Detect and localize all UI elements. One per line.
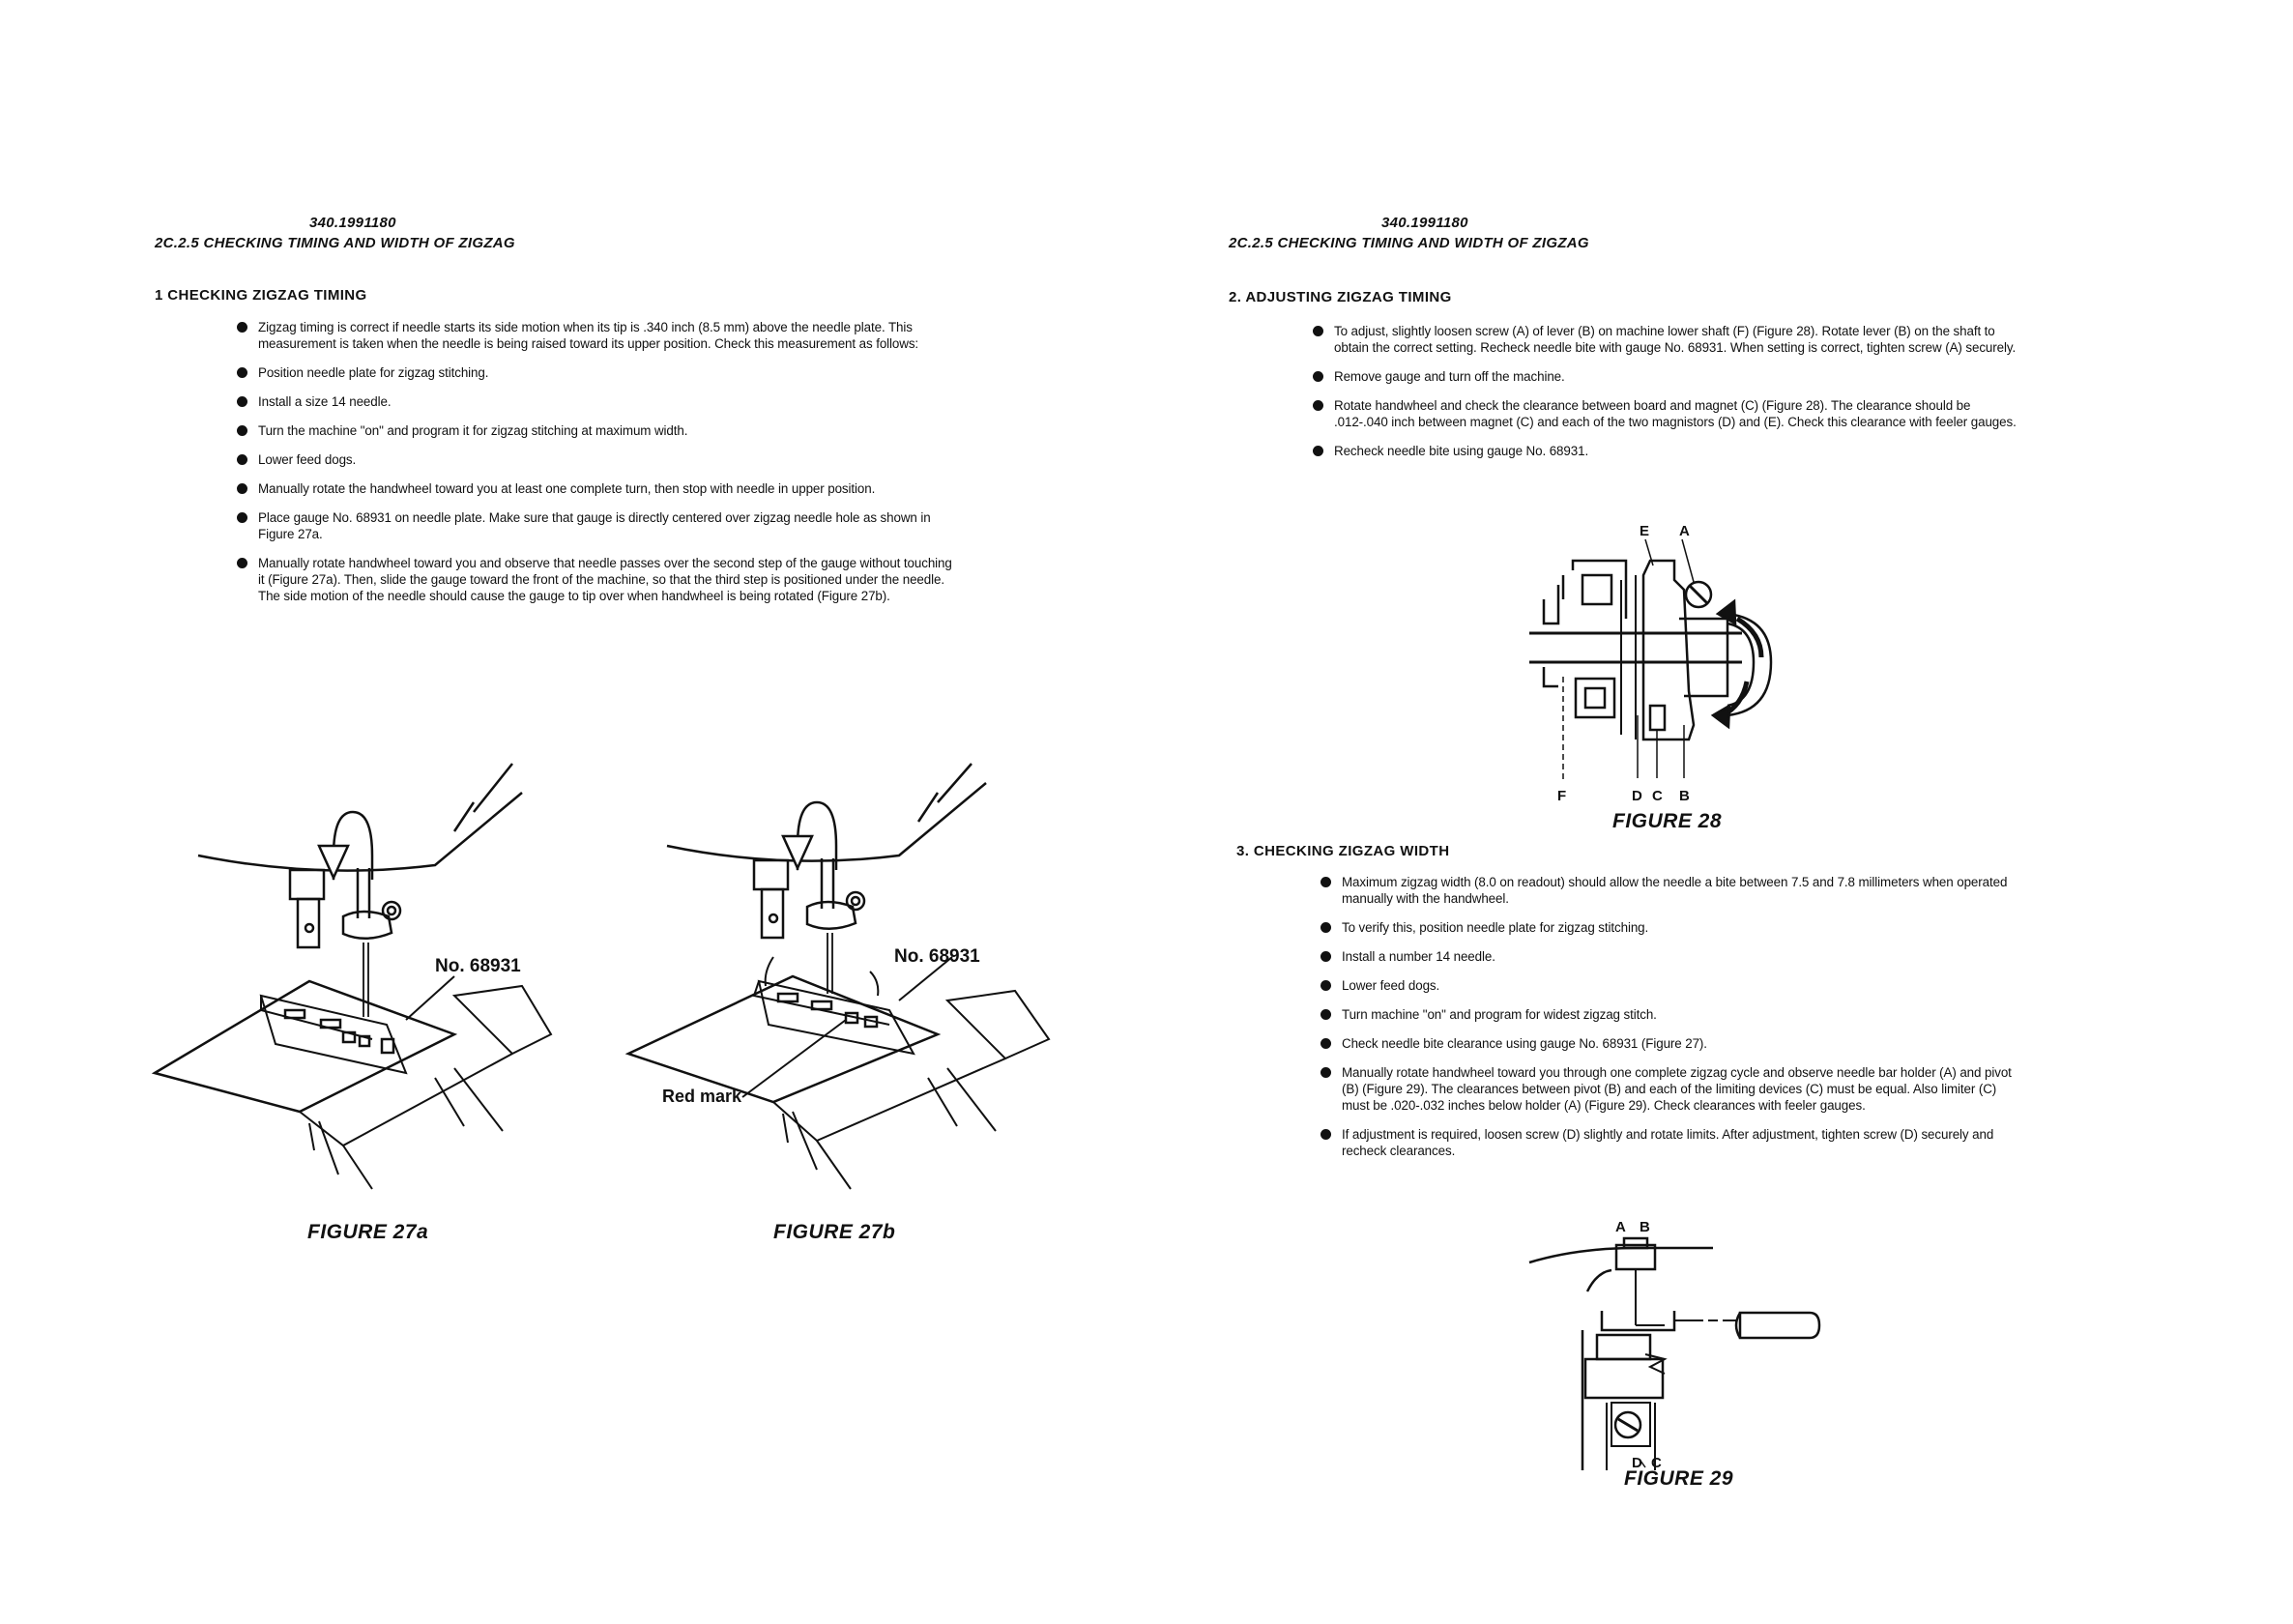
label-d: D [1632,788,1642,804]
label-b: B [1679,788,1690,804]
timing-check-list: Zigzag timing is correct if needle start… [237,319,952,617]
figure-28-illustration: E A F D C B [1529,523,1773,804]
list-item: Zigzag timing is correct if needle start… [237,319,952,352]
label-b: B [1640,1219,1650,1235]
width-check-list: Maximum zigzag width (8.0 on readout) sh… [1321,874,2026,1172]
list-item: Position needle plate for zigzag stitchi… [237,364,952,381]
figure-29-caption: FIGURE 29 [1624,1467,1734,1490]
label-d: D [1632,1455,1642,1471]
subsection-heading-3: 3. CHECKING ZIGZAG WIDTH [1236,843,1450,859]
list-item: Manually rotate handwheel toward you thr… [1321,1064,2026,1114]
label-f: F [1557,788,1566,804]
gauge-label-27b: No. 68931 [894,946,980,967]
gauge-label-27a: No. 68931 [435,956,521,976]
section-title: 2C.2.5 CHECKING TIMING AND WIDTH OF ZIGZ… [1229,235,1589,251]
list-item: Manually rotate handwheel toward you and… [237,555,952,604]
subsection-heading-2: 2. ADJUSTING ZIGZAG TIMING [1229,289,1452,305]
label-c: C [1651,1455,1662,1471]
list-item: Maximum zigzag width (8.0 on readout) sh… [1321,874,2026,907]
doc-number: 340.1991180 [309,215,396,231]
timing-adjust-list: To adjust, slightly loosen screw (A) of … [1313,323,2023,472]
doc-number: 340.1991180 [1381,215,1468,231]
red-mark-label: Red mark [662,1087,742,1106]
figure-27a-illustration: No. 68931 [151,763,553,1190]
figure-27b-caption: FIGURE 27b [773,1221,896,1243]
label-a: A [1615,1219,1626,1235]
left-page: 340.1991180 2C.2.5 CHECKING TIMING AND W… [0,0,1146,1624]
list-item: Recheck needle bite using gauge No. 6893… [1313,443,2023,459]
list-item: Manually rotate the handwheel toward you… [237,480,952,497]
list-item: Lower feed dogs. [1321,977,2026,994]
list-item: Install a size 14 needle. [237,393,952,410]
figure-28-caption: FIGURE 28 [1612,810,1723,832]
figure-29-illustration: A B D C [1528,1219,1821,1471]
list-item: To verify this, position needle plate fo… [1321,919,2026,936]
list-item: Turn the machine "on" and program it for… [237,422,952,439]
section-title: 2C.2.5 CHECKING TIMING AND WIDTH OF ZIGZ… [155,235,515,251]
list-item: Remove gauge and turn off the machine. [1313,368,2023,385]
label-a: A [1679,523,1690,539]
figure-27a-caption: FIGURE 27a [307,1221,429,1243]
list-item: Lower feed dogs. [237,451,952,468]
list-item: Rotate handwheel and check the clearance… [1313,397,2023,430]
figure-27b-illustration: No. 68931 Red mark [624,763,1051,1190]
subsection-heading: 1 CHECKING ZIGZAG TIMING [155,287,367,304]
list-item: Turn machine "on" and program for widest… [1321,1006,2026,1023]
list-item: If adjustment is required, loosen screw … [1321,1126,2026,1159]
list-item: Place gauge No. 68931 on needle plate. M… [237,509,952,542]
list-item: Check needle bite clearance using gauge … [1321,1035,2026,1052]
list-item: Install a number 14 needle. [1321,948,2026,965]
list-item: To adjust, slightly loosen screw (A) of … [1313,323,2023,356]
label-e: E [1640,523,1649,539]
label-c: C [1652,788,1663,804]
right-page: 340.1991180 2C.2.5 CHECKING TIMING AND W… [1146,0,2293,1624]
